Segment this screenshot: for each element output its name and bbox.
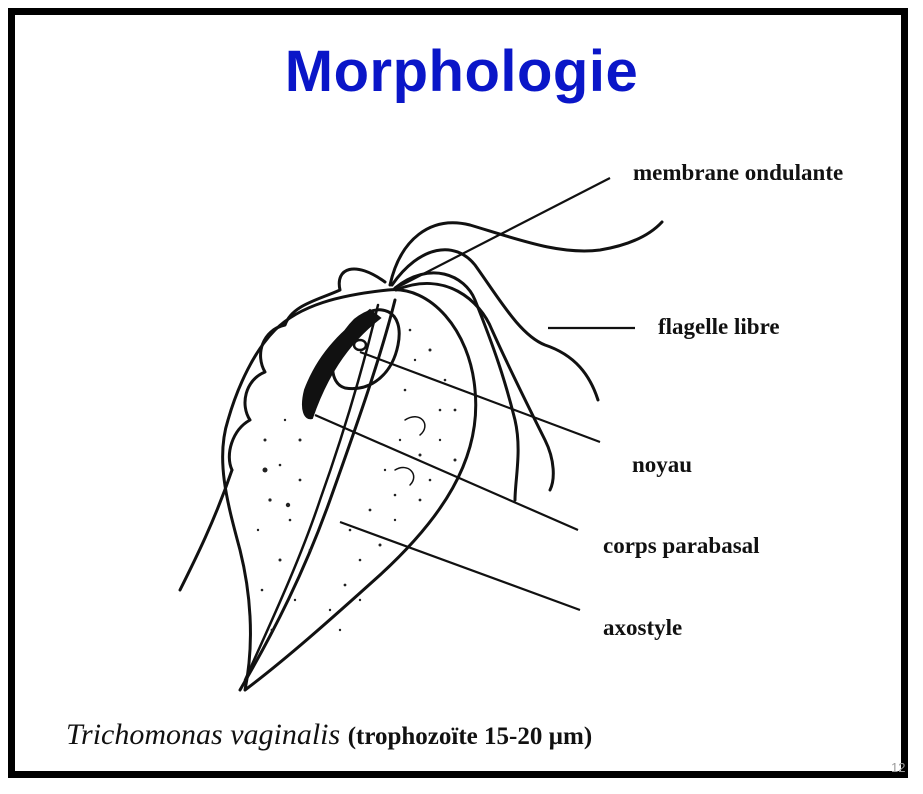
page-number: 12: [891, 760, 905, 775]
leader-axostyle: [340, 522, 580, 610]
leader-corps: [315, 415, 578, 530]
parabasal-body: [303, 310, 380, 418]
free-flagellum-3: [395, 273, 518, 500]
figure-caption: Trichomonas vaginalis (trophozoïte 15-20…: [66, 718, 592, 752]
label-axostyle: axostyle: [603, 615, 682, 641]
free-flagellum-2: [392, 250, 598, 400]
label-noyau: noyau: [632, 452, 692, 478]
leader-membrane: [392, 178, 610, 290]
axostyle-inner: [245, 305, 378, 680]
leader-noyau: [360, 352, 600, 442]
caption-species: Trichomonas vaginalis: [66, 718, 340, 751]
label-flagelle-libre: flagelle libre: [658, 314, 780, 340]
caption-detail: (trophozoïte 15-20 µm): [348, 723, 592, 750]
recurrent-flagellum: [180, 470, 232, 590]
label-corps-parabasal: corps parabasal: [603, 533, 760, 559]
label-membrane-ondulante: membrane ondulante: [633, 160, 843, 186]
